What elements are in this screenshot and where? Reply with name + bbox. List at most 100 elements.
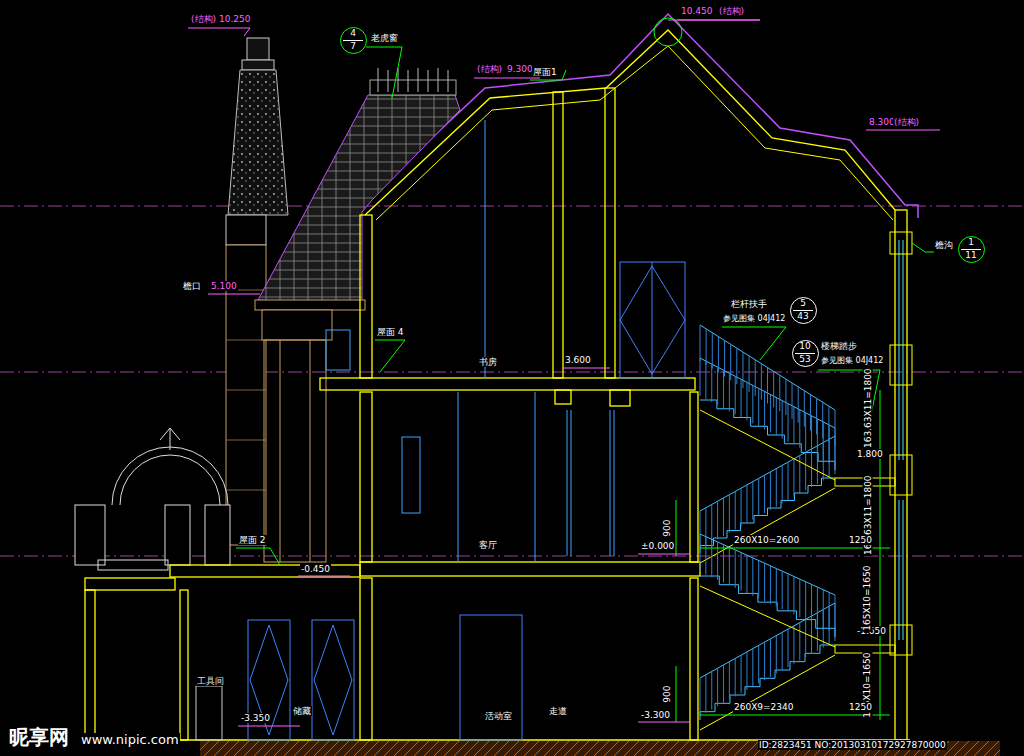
image-id: ID:2823451 NO:20130310172927870000 [758,740,947,750]
leader-lines [722,327,786,360]
leader-lines [880,390,881,720]
stair-baluster [811,584,812,622]
stair-baluster [805,452,806,490]
column [280,340,281,562]
interior-lines [485,120,486,378]
windows [890,625,912,655]
elevation-value: -3.300 [640,710,671,720]
roof-label: 屋面1 [532,67,558,77]
stair-baluster [835,595,836,633]
stair-baluster [717,668,718,706]
stair-baluster [776,469,777,507]
leader-lines [676,500,677,556]
stair-baluster [799,623,800,661]
dimension-label: 163.63X11=1800 [863,367,873,449]
walls [555,390,571,404]
stair-baluster [770,395,771,433]
room-name: 储藏 [292,706,312,716]
dimension-label: 165X10=1650 [863,564,873,631]
stair-baluster [758,645,759,683]
callout-divider [343,40,363,41]
walls [895,210,907,740]
stair-baluster [735,491,736,529]
stair-line [700,645,835,720]
room-name: 活动室 [484,711,513,721]
tile-roof [262,310,332,340]
chimney [226,490,266,491]
stair-baluster [752,385,753,423]
stair-rail [700,603,835,678]
part-label: 楼梯踏步 [820,341,858,351]
elevation-value: 1.800 [856,449,884,459]
walls [690,578,698,740]
stair-baluster [724,340,725,376]
stair-baluster [700,358,701,396]
interior-lines [614,410,615,556]
stair-baluster [736,348,737,384]
leader-lines [366,47,402,98]
windows [899,240,900,460]
tile-roof [438,68,439,92]
stair-baluster [729,547,730,585]
stairs [700,325,895,730]
elevation-marks [638,722,690,723]
elevation-note: (结构) [190,14,217,24]
stair-baluster [723,665,724,703]
stair-baluster [804,391,805,427]
doors [196,262,685,740]
stair-baluster [782,401,783,439]
stair-baluster [761,364,762,400]
leader-lines [236,548,280,565]
callout-circle: 47 [340,27,367,54]
tile-roof [408,70,409,92]
elevation-value: 10.250 [218,14,252,24]
tile-roof [255,68,460,340]
chimney [226,390,266,391]
callout-number: 43 [797,312,808,321]
callout-number: 7 [350,42,356,51]
chimney [242,60,274,70]
elevation-marks [298,576,350,577]
walls [85,88,910,740]
roof-outline [376,46,893,220]
stair-baluster [793,407,794,445]
elevation-marks [188,28,250,36]
stair-baluster [705,675,706,713]
stair-baluster [723,370,724,408]
stair-baluster [799,579,800,617]
stair-baluster [810,395,811,431]
elevation-value: ±0.000 [640,541,675,551]
stair-baluster [835,410,836,446]
elevation-value: 5.100 [210,281,238,291]
stair-baluster [782,571,783,609]
leader-lines [676,666,677,722]
stair-baluster [793,459,794,497]
elevation-value: 8.300 [868,117,896,127]
gazebo [75,428,230,570]
stair-baluster [788,462,789,500]
column [264,340,326,562]
grid-lines [0,206,1024,556]
callout-number: 11 [965,251,976,260]
stair-rail [700,358,835,428]
windows [890,455,912,495]
stair-baluster [735,376,736,414]
watermark: 昵享网 [8,726,70,749]
leader-lines [375,340,405,372]
stair-baluster [776,398,777,436]
callout-divider [793,310,813,311]
stair-baluster [822,402,823,438]
stair-baluster [767,368,768,404]
windows [899,500,900,640]
stair-baluster [711,671,712,709]
tile-roof [370,80,456,95]
part-label: 栏杆扶手 [730,299,768,309]
elevation-note: (结构) [893,117,920,127]
stair-baluster [764,642,765,680]
stair-baluster [706,329,707,365]
elevation-note: (结构) [476,64,503,74]
stair-line [700,586,835,647]
interior-lines [458,392,459,562]
roof-label: 屋面 2 [238,535,267,545]
elevation-value: 10.450 [680,6,714,16]
